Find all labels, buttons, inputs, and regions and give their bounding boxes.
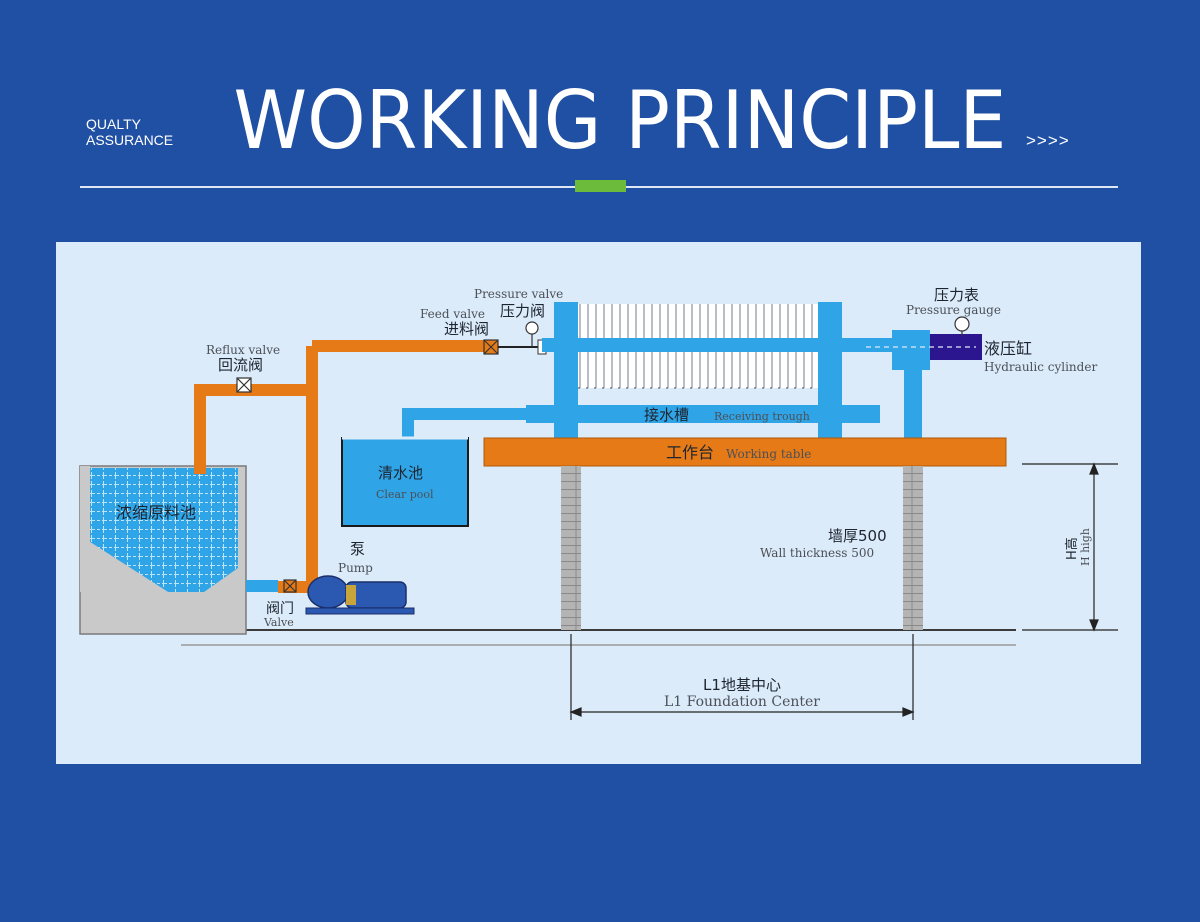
receiving-trough-zh: 接水槽	[644, 406, 689, 424]
filter-press-diagram: 浓缩原料池 清水池 Clear pool	[79, 286, 1118, 720]
hydraulic-cylinder-zh: 液压缸	[984, 339, 1032, 358]
pump-en: Pump	[338, 561, 373, 575]
height-zh: H高	[1064, 537, 1080, 560]
feed-valve-en: Feed valve	[420, 307, 485, 321]
raw-tank-label: 浓缩原料池	[116, 503, 196, 522]
feed-valve-zh: 进料阀	[444, 320, 489, 338]
reflux-valve-icon	[236, 377, 252, 393]
feed-valve-icon	[483, 339, 499, 355]
foundation-en: L1 Foundation Center	[664, 694, 820, 710]
blue-pipe-system	[246, 408, 526, 592]
clear-pool-zh: 清水池	[378, 464, 423, 482]
chevron-arrows-icon: >>>>	[1026, 131, 1070, 150]
pressure-gauge-zh: 压力表	[934, 286, 979, 304]
quality-assurance-label: QUALTY ASSURANCE	[86, 116, 173, 148]
right-brick-wall	[903, 466, 923, 630]
receiving-trough-en: Receiving trough	[714, 410, 810, 423]
pressure-valve-zh: 压力阀	[500, 302, 545, 320]
wall-thickness-zh: 墙厚500	[828, 527, 887, 545]
page-title: WORKING PRINCIPLE	[233, 74, 1007, 167]
raw-material-tank	[79, 465, 247, 635]
divider-accent	[575, 180, 626, 192]
reflux-valve-zh: 回流阀	[218, 356, 263, 374]
wall-thickness-en: Wall thickness 500	[760, 546, 874, 560]
diagram-panel: 浓缩原料池 清水池 Clear pool	[56, 242, 1141, 764]
working-table-en: Working table	[726, 447, 811, 461]
reflux-valve-en: Reflux valve	[206, 343, 280, 357]
working-table	[483, 437, 1007, 467]
valve-zh: 阀门	[266, 601, 294, 617]
height-en: H high	[1079, 528, 1092, 566]
hydraulic-cylinder-en: Hydraulic cylinder	[984, 360, 1097, 374]
quality-label-line2: ASSURANCE	[86, 132, 174, 148]
quality-label-line1: QUALTY	[86, 116, 141, 132]
foundation-zh: L1地基中心	[703, 676, 781, 694]
clear-pool	[341, 436, 469, 527]
pressure-gauge-en: Pressure gauge	[906, 303, 1001, 317]
pump-zh: 泵	[350, 540, 365, 558]
working-table-zh: 工作台	[666, 443, 714, 462]
pressure-valve-en: Pressure valve	[474, 287, 563, 301]
pump-icon	[305, 575, 415, 615]
left-brick-wall	[561, 466, 581, 630]
valve-en: Valve	[263, 616, 294, 629]
receiving-trough	[526, 405, 880, 423]
pump-valve-icon	[283, 579, 297, 593]
foundation-dimension	[569, 634, 915, 720]
height-dimension	[1022, 462, 1118, 632]
clear-pool-en: Clear pool	[376, 488, 434, 501]
